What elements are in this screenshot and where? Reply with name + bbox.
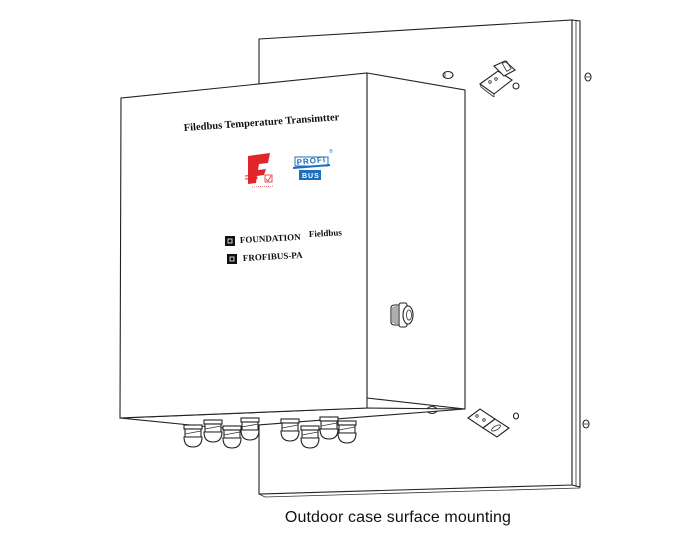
bracket-screw-top-right <box>512 82 520 90</box>
bottom-mounting-bracket <box>467 408 510 438</box>
fieldbus-foundation-logo <box>244 153 275 188</box>
option-label: FOUNDATION <box>240 232 302 245</box>
option-foundation: FOUNDATION Fieldbus <box>225 227 343 246</box>
profibus-bottom-text: BUS <box>302 173 320 180</box>
cable-gland <box>203 419 223 443</box>
checked-square-icon <box>227 254 237 264</box>
enclosure-side-panel <box>366 72 466 410</box>
side-cable-gland <box>390 302 414 328</box>
option-profibus-pa: FROFIBUS-PA <box>227 250 303 264</box>
plate-screw-top <box>584 72 592 82</box>
option-label: FROFIBUS-PA <box>243 250 304 263</box>
cable-gland <box>319 416 339 440</box>
figure-caption: Outdoor case surface mounting <box>284 509 512 526</box>
cable-gland <box>337 420 357 444</box>
cable-gland <box>183 424 203 448</box>
top-mounting-bracket <box>479 60 516 98</box>
bottom-cable-glands <box>183 416 357 449</box>
plate-screw-bottom <box>582 419 590 429</box>
checked-square-icon <box>225 236 235 246</box>
figure-caption-wrap: Outdoor case surface mounting <box>0 509 680 527</box>
option-suffix: Fieldbus <box>309 227 343 239</box>
cable-gland <box>300 425 320 449</box>
bracket-screw-top-left <box>442 70 454 80</box>
cable-gland <box>240 417 260 441</box>
registered-mark: ® <box>329 148 333 155</box>
cable-gland <box>222 425 242 449</box>
profibus-top-text: PROFI <box>296 155 326 167</box>
profibus-logo: PROFI BUS ® <box>292 148 333 180</box>
cable-gland <box>280 418 300 442</box>
bracket-screw-bottom-right <box>512 412 520 420</box>
